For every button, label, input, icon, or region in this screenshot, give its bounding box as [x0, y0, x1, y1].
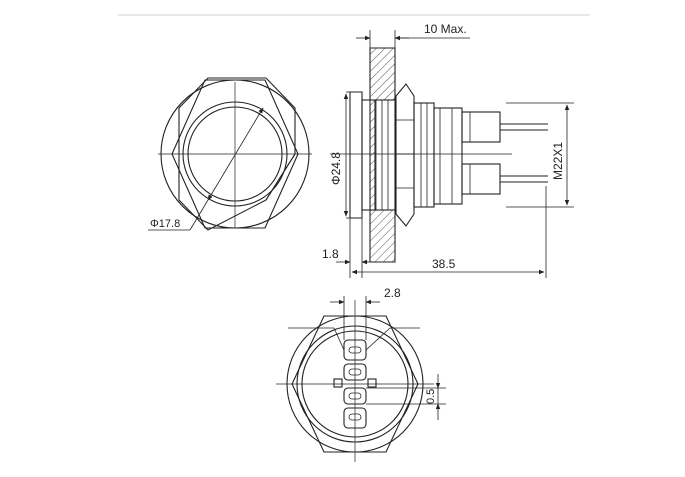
thread-label: M22X1 [551, 142, 565, 180]
front-dia-line [207, 107, 264, 201]
front-leader [189, 199, 209, 231]
terminal-lower [461, 163, 501, 195]
terminal-upper [461, 111, 501, 143]
front-view: Φ17.8 [148, 77, 312, 231]
flange-dim-label: 1.8 [322, 247, 339, 261]
nut [395, 83, 415, 227]
body [361, 99, 396, 211]
flange [349, 91, 363, 219]
rear-base [433, 107, 463, 205]
pin-gap-dim-label: 2.8 [384, 286, 401, 300]
bottom-square-right [367, 378, 377, 388]
front-dia-label: Φ17.8 [150, 218, 180, 230]
pin-width-dim-label: 0.5 [425, 389, 437, 404]
threaded-shank [413, 102, 435, 208]
side-view: 10 Max. Φ24.8 M22X1 1.8 38.5 [322, 22, 574, 278]
bottom-square-left [333, 378, 343, 388]
side-dia-label: Φ24.8 [329, 152, 343, 185]
length-dim-label: 38.5 [432, 257, 456, 271]
panel-section [369, 47, 396, 263]
bottom-view: 2.8 0.5 [276, 286, 446, 462]
front-hex-outer [178, 77, 296, 231]
top-dim-label: 10 Max. [424, 22, 467, 36]
